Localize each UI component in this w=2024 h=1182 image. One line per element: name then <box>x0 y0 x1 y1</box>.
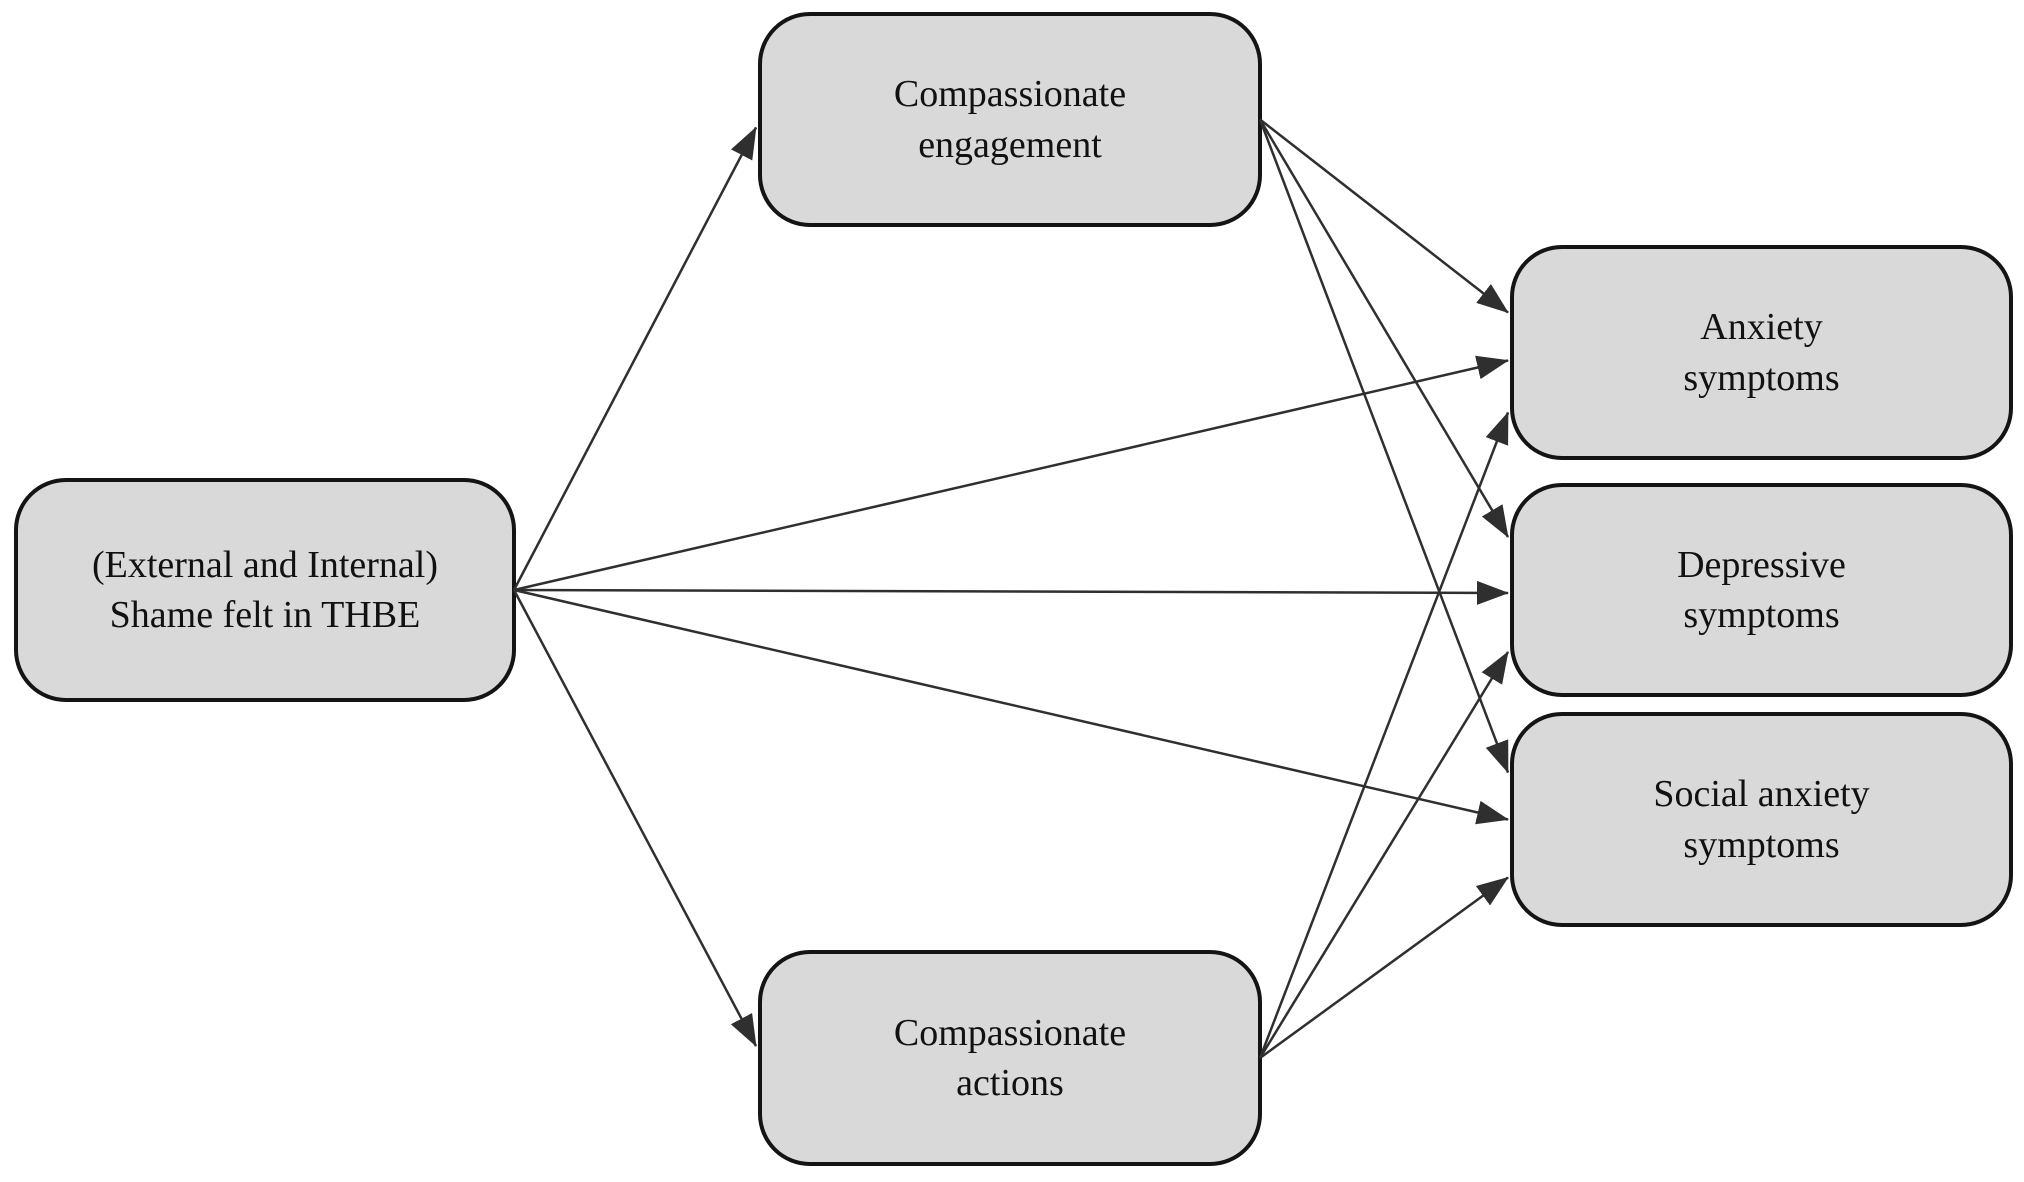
node-compassionate-actions: Compassionate actions <box>758 950 1262 1166</box>
edge-actions-to-anxiety <box>1258 411 1510 1059</box>
edge-shame-to-actions <box>512 589 758 1047</box>
edge-engagement-to-anxiety <box>1259 118 1509 314</box>
node-shame-felt-in-thbe: (External and Internal) Shame felt in TH… <box>14 478 516 702</box>
node-depressive-symptoms: Depressive symptoms <box>1510 483 2013 697</box>
edge-shame-to-social <box>513 588 1509 825</box>
node-label-anxiety-symptoms: Anxiety symptoms <box>1683 306 1840 399</box>
node-label-social-anxiety-symptoms: Social anxiety symptoms <box>1653 773 1870 866</box>
node-label-shame: (External and Internal) Shame felt in TH… <box>91 543 439 636</box>
edge-engagement-to-social <box>1258 119 1510 774</box>
node-label-compassionate-engagement: Compassionate engagement <box>893 73 1127 166</box>
node-anxiety-symptoms: Anxiety symptoms <box>1510 245 2013 460</box>
edge-actions-to-depressive <box>1258 651 1510 1059</box>
edge-engagement-to-depressive <box>1258 118 1510 538</box>
node-compassionate-engagement: Compassionate engagement <box>758 12 1262 227</box>
node-label-depressive-symptoms: Depressive symptoms <box>1677 543 1846 636</box>
node-social-anxiety-symptoms: Social anxiety symptoms <box>1510 712 2013 927</box>
edge-actions-to-social <box>1259 876 1509 1060</box>
node-label-compassionate-actions: Compassionate actions <box>893 1011 1127 1104</box>
edge-shame-to-depressive <box>513 580 1509 605</box>
edge-shame-to-engagement <box>512 126 758 591</box>
edge-shame-to-anxiety <box>513 355 1509 592</box>
